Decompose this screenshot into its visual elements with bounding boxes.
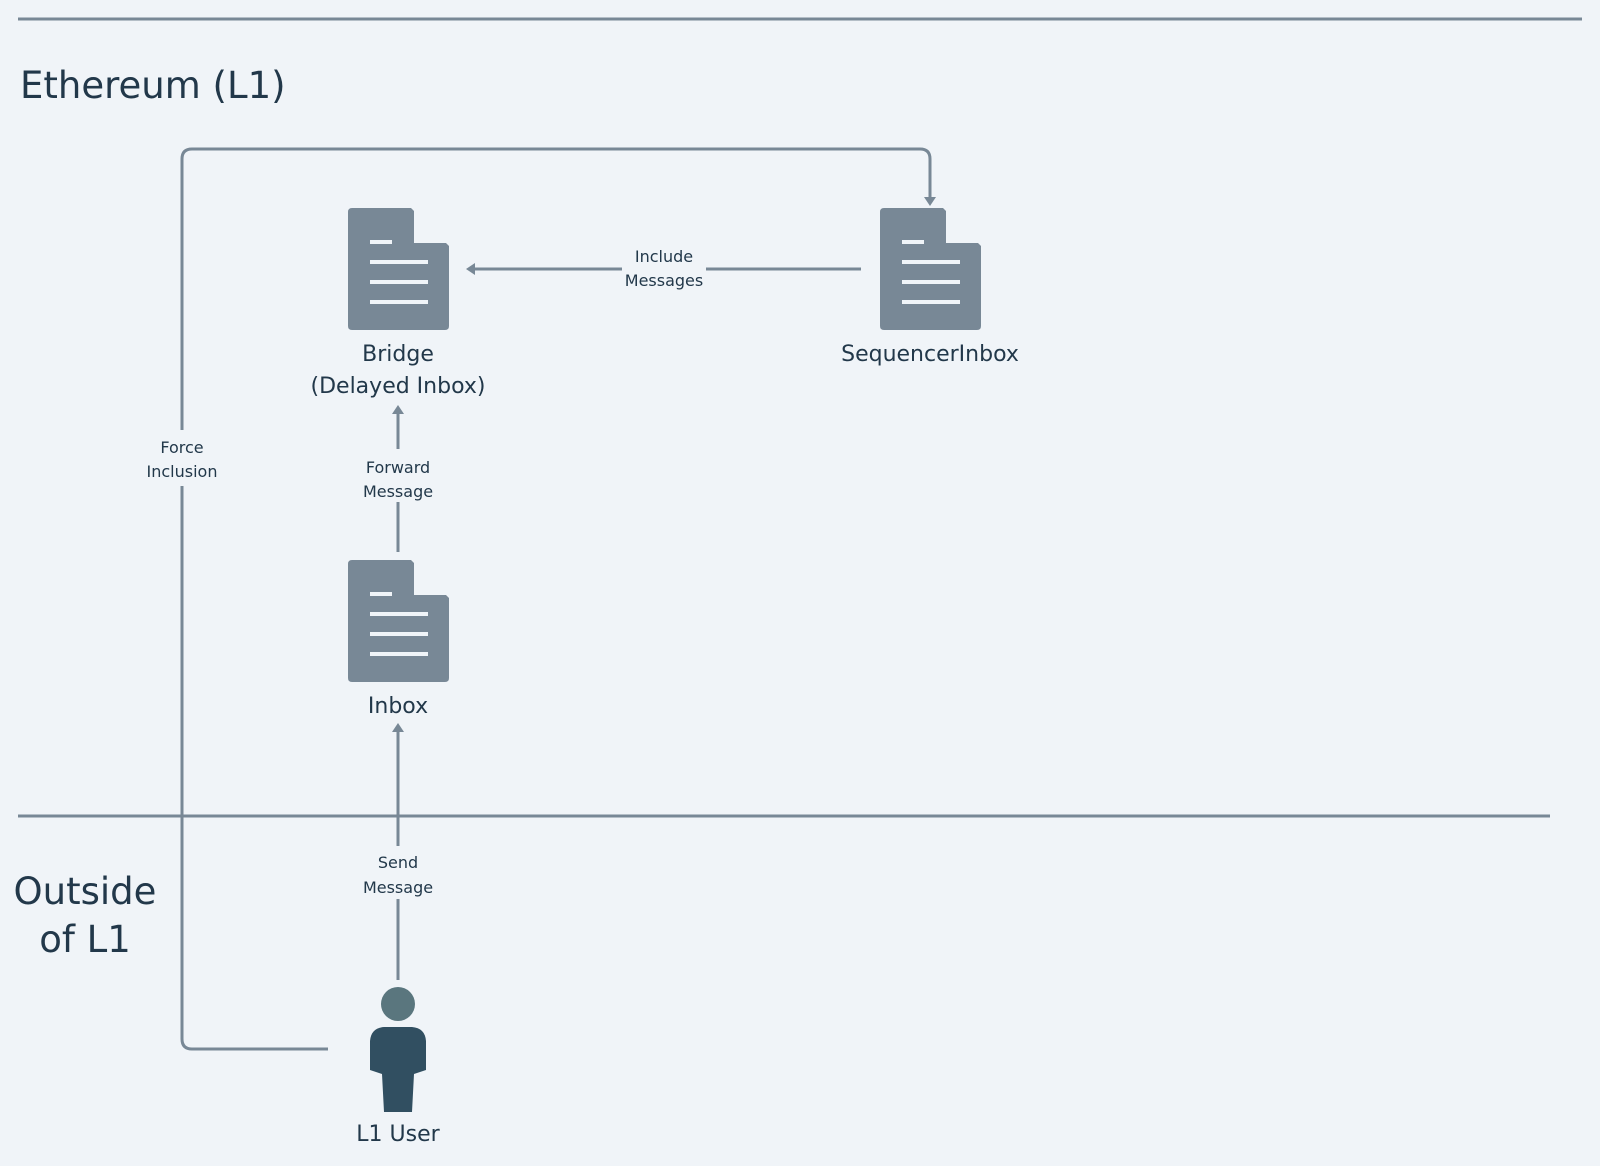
force-inclusion-label: Force Inclusion <box>138 430 226 486</box>
bridge-document-line-2 <box>370 260 428 264</box>
force-inclusion-label-line1: Force <box>160 438 203 457</box>
force-inclusion-label-line2: Inclusion <box>147 462 218 481</box>
forward-message-label: Forward Message <box>358 449 440 502</box>
include-messages-label-bg <box>622 243 706 296</box>
bridge-node: Bridge (Delayed Inbox) <box>311 208 486 399</box>
send-message-label-line1: Send <box>378 853 418 872</box>
force-inclusion-arrowhead <box>924 197 936 206</box>
force-inclusion-edge <box>180 147 932 1051</box>
include-messages-label-line1: Include <box>635 247 693 266</box>
inbox-document-icon <box>348 560 449 682</box>
sequencer-inbox-document-line-4 <box>902 300 960 304</box>
sequencer-inbox-document-line-3 <box>902 280 960 284</box>
sequencer-inbox-document-line-2 <box>902 260 960 264</box>
include-messages-label: Include Messages <box>622 243 706 296</box>
forward-message-arrowhead <box>392 405 404 414</box>
inbox-node: Inbox <box>348 560 449 719</box>
bridge-document-line-3 <box>370 280 428 284</box>
bridge-label-line2: (Delayed Inbox) <box>311 374 486 399</box>
inbox-document-line-2 <box>370 612 428 616</box>
include-messages-label-line2: Messages <box>625 271 703 290</box>
inbox-document-shape <box>348 560 449 682</box>
include-messages-arrowhead <box>466 263 475 275</box>
send-message-label-bg <box>358 846 440 899</box>
person-body <box>370 1027 426 1112</box>
outside-title-line1: Outside <box>14 870 157 913</box>
sequencer-inbox-document-line-1 <box>902 240 924 244</box>
person-head <box>381 987 415 1021</box>
inbox-label: Inbox <box>368 694 428 719</box>
inbox-document-line-3 <box>370 632 428 636</box>
force-inclusion-label-bg <box>138 430 226 486</box>
forward-message-label-line1: Forward <box>366 458 430 477</box>
outside-title-line2: of L1 <box>39 918 131 961</box>
l1-user-label: L1 User <box>356 1122 440 1147</box>
sequencer-inbox-document-fold <box>946 208 981 243</box>
sequencer-inbox-node: SequencerInbox <box>841 208 1019 367</box>
inbox-document-fold <box>414 560 449 595</box>
sequencer-inbox-label: SequencerInbox <box>841 342 1019 367</box>
bridge-document-fold <box>414 208 449 243</box>
send-message-arrowhead <box>392 723 404 732</box>
bridge-document-line-1 <box>370 240 392 244</box>
person-icon <box>370 987 426 1112</box>
bridge-label-line1: Bridge <box>362 342 434 367</box>
send-message-label-line2: Message <box>363 878 433 897</box>
bridge-document-shape <box>348 208 449 330</box>
inbox-document-line-4 <box>370 652 428 656</box>
ethereum-l1-title: Ethereum (L1) <box>20 64 286 107</box>
bridge-document-icon <box>348 208 449 330</box>
send-message-label: Send Message <box>358 846 440 899</box>
bridge-document-line-4 <box>370 300 428 304</box>
inbox-document-line-1 <box>370 592 392 596</box>
forward-message-label-bg <box>358 449 440 502</box>
sequencer-inbox-document-icon <box>880 208 981 330</box>
outside-l1-title: Outside of L1 <box>14 870 157 961</box>
sequencer-inbox-document-shape <box>880 208 981 330</box>
l1-user-node: L1 User <box>356 987 441 1147</box>
forward-message-label-line2: Message <box>363 482 433 501</box>
